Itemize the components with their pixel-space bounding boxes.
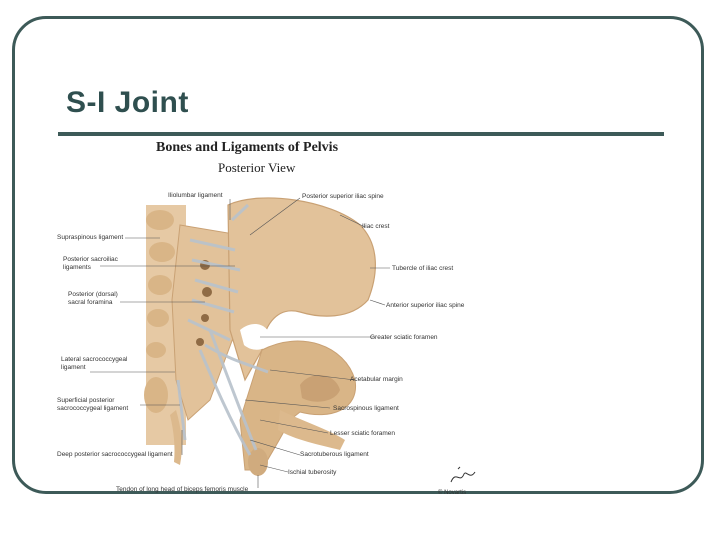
label-tuberculum-iliac-crest: Tubercle of iliac crest — [392, 265, 454, 272]
ischium — [239, 340, 356, 471]
label-sacrospinous-ligament: Sacrospinous ligament — [333, 405, 399, 412]
label-deep-posterior-sacrococcygeal-ligament: Deep posterior sacrococcygeal ligament — [57, 451, 173, 458]
figure-subtitle: Posterior View — [218, 160, 296, 175]
label-lesser-sciatic-foramen: Lesser sciatic foramen — [330, 430, 396, 437]
label-posterior-superior-iliac-spine: Posterior superior iliac spine — [302, 193, 384, 200]
label-iliac-crest: Iliac crest — [362, 223, 390, 230]
copyright-notice: © Novartis — [438, 490, 467, 496]
ligaments — [176, 203, 269, 456]
acetabulum — [300, 374, 340, 402]
title-rule — [58, 132, 664, 136]
slide-title: S-I Joint — [66, 86, 189, 119]
label-lateral-sacrococcygeal-ligament: Lateral sacrococcygeal ligament — [61, 356, 128, 371]
label-greater-sciatic-foramen: Greater sciatic foramen — [370, 334, 438, 341]
label-superficial-posterior-sacrococcygeal-ligament: Superficial posterior sacrococcygeal lig… — [57, 397, 129, 412]
label-sacrotuberous-ligament: Sacrotuberous ligament — [300, 451, 369, 458]
label-posterior-sacral-foramina: Posterior (dorsal) sacral foramina — [68, 291, 118, 306]
ischial-tuberosity-bone — [248, 448, 268, 476]
label-iliolumbar-ligament: Iliolumbar ligament — [168, 192, 223, 199]
greater-sciatic-notch — [240, 324, 272, 350]
label-acetabular-margin: Acetabular margin — [350, 376, 403, 383]
label-supraspinous-ligament: Supraspinous ligament — [57, 234, 124, 241]
artist-signature-icon — [450, 466, 476, 483]
label-tendon-long-head-biceps: Tendon of long head of biceps femoris mu… — [116, 486, 249, 493]
figure-title: Bones and Ligaments of Pelvis — [156, 140, 339, 155]
coccyx — [170, 410, 182, 465]
label-anterior-superior-iliac-spine: Anterior superior iliac spine — [386, 302, 465, 309]
label-posterior-sacroiliac-ligaments: Posterior sacroiliac ligaments — [63, 256, 118, 271]
ilium — [227, 197, 376, 382]
label-ischial-tuberosity: Ischial tuberosity — [288, 469, 337, 476]
